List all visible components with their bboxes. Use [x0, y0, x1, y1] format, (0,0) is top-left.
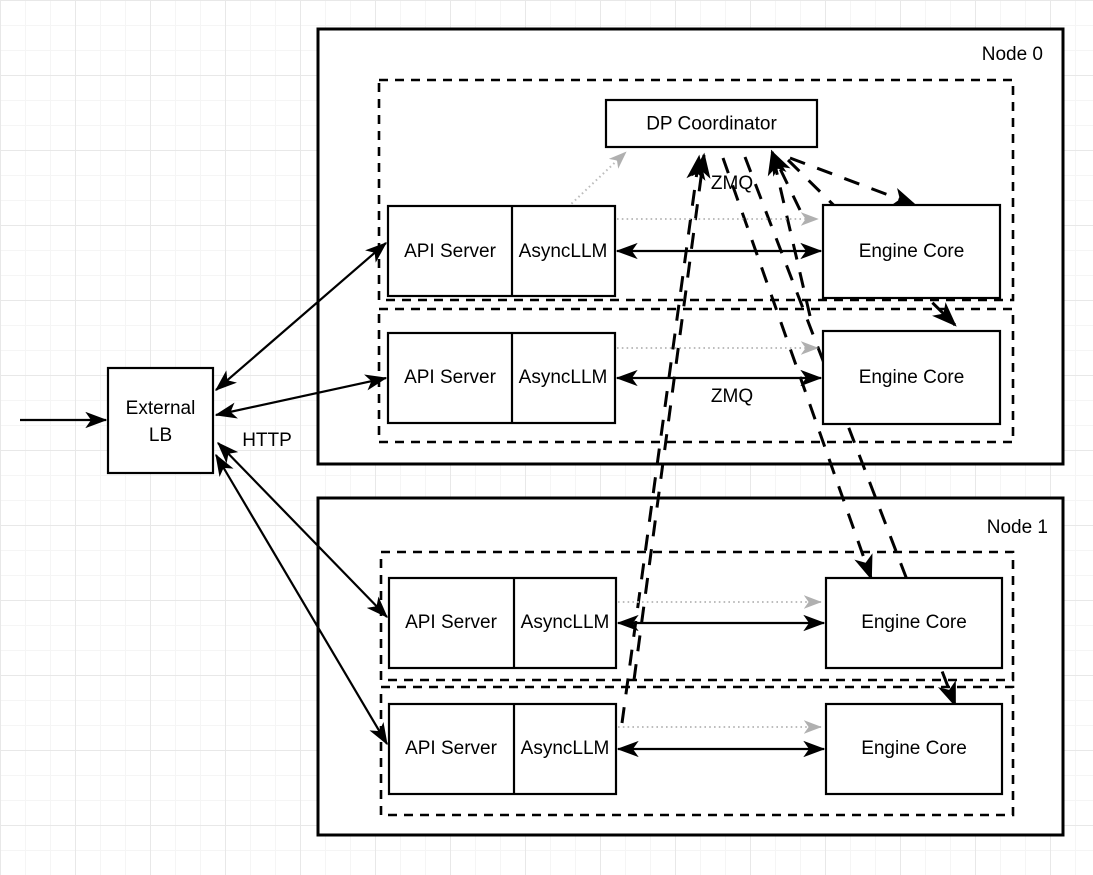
lb-link-node1-group0: [217, 442, 388, 618]
dashed-arrow-engine3-to-coordinator: [620, 154, 706, 724]
node1-group0-api-unit[interactable]: API Server AsyncLLM: [387, 576, 618, 670]
dashed-arrow-coordinator-to-engine3: [743, 156, 957, 708]
async-llm-label: AsyncLLM: [519, 367, 608, 388]
dp-coordinator-label: DP Coordinator: [646, 114, 777, 135]
dashed-arrow-engine2-to-coordinator: [632, 152, 711, 681]
zmq-label-top: ZMQ: [711, 173, 753, 194]
lb-link-node0-group1: [214, 374, 388, 419]
external-lb[interactable]: External LB: [106, 366, 215, 475]
api-server-label: API Server: [404, 241, 497, 262]
node1-group-0: [379, 550, 1015, 682]
engine-core-label: Engine Core: [861, 738, 967, 759]
async-llm-label: AsyncLLM: [519, 241, 608, 262]
dashed-arrow-coordinator-to-engine1: [786, 158, 957, 327]
engine-core-label: Engine Core: [859, 367, 965, 388]
node0-group0-engine-core[interactable]: Engine Core: [821, 203, 1002, 300]
zmq-label-second: ZMQ: [711, 386, 753, 407]
engine-core-label: Engine Core: [861, 612, 967, 633]
lb-link-node1-group1: [215, 453, 388, 746]
node0-group-0: [377, 78, 1015, 302]
dashed-arrow-coordinator-to-engine2: [721, 157, 873, 581]
api-server-label: API Server: [405, 738, 498, 759]
async-llm-label: AsyncLLM: [521, 612, 610, 633]
dashed-arrow-coordinator-to-engine0: [789, 156, 918, 207]
node-0-container: Node 0: [316, 27, 1065, 466]
node-0-label: Node 0: [982, 44, 1043, 65]
node1-group-1: [379, 685, 1015, 817]
dp-coordinator[interactable]: DP Coordinator: [604, 98, 819, 149]
node0-group-1: [377, 307, 1015, 444]
node0-group1-engine-core[interactable]: Engine Core: [821, 329, 1002, 426]
node-1-container: Node 1: [316, 496, 1065, 837]
external-lb-label-line1: External: [126, 398, 196, 419]
dotted-arrow-asyncllm0-to-coordinator: [567, 151, 627, 208]
node1-group1-api-unit[interactable]: API Server AsyncLLM: [387, 702, 618, 796]
api-server-label: API Server: [405, 612, 498, 633]
node0-group0-api-unit[interactable]: API Server AsyncLLM: [386, 204, 617, 298]
async-llm-label: AsyncLLM: [521, 738, 610, 759]
lb-link-node0-group0: [215, 242, 387, 391]
external-lb-label-line2: LB: [149, 425, 172, 446]
node0-group1-api-unit[interactable]: API Server AsyncLLM: [386, 331, 617, 425]
dashed-arrow-engine0-to-coordinator: [770, 149, 802, 211]
node1-group1-engine-core[interactable]: Engine Core: [824, 702, 1004, 796]
dashed-arrow-engine1-to-coordinator: [767, 149, 812, 317]
api-server-label: API Server: [404, 367, 497, 388]
http-label: HTTP: [242, 430, 292, 451]
engine-core-label: Engine Core: [859, 241, 965, 262]
node-1-label: Node 1: [987, 517, 1048, 538]
node1-group0-engine-core[interactable]: Engine Core: [824, 576, 1004, 670]
